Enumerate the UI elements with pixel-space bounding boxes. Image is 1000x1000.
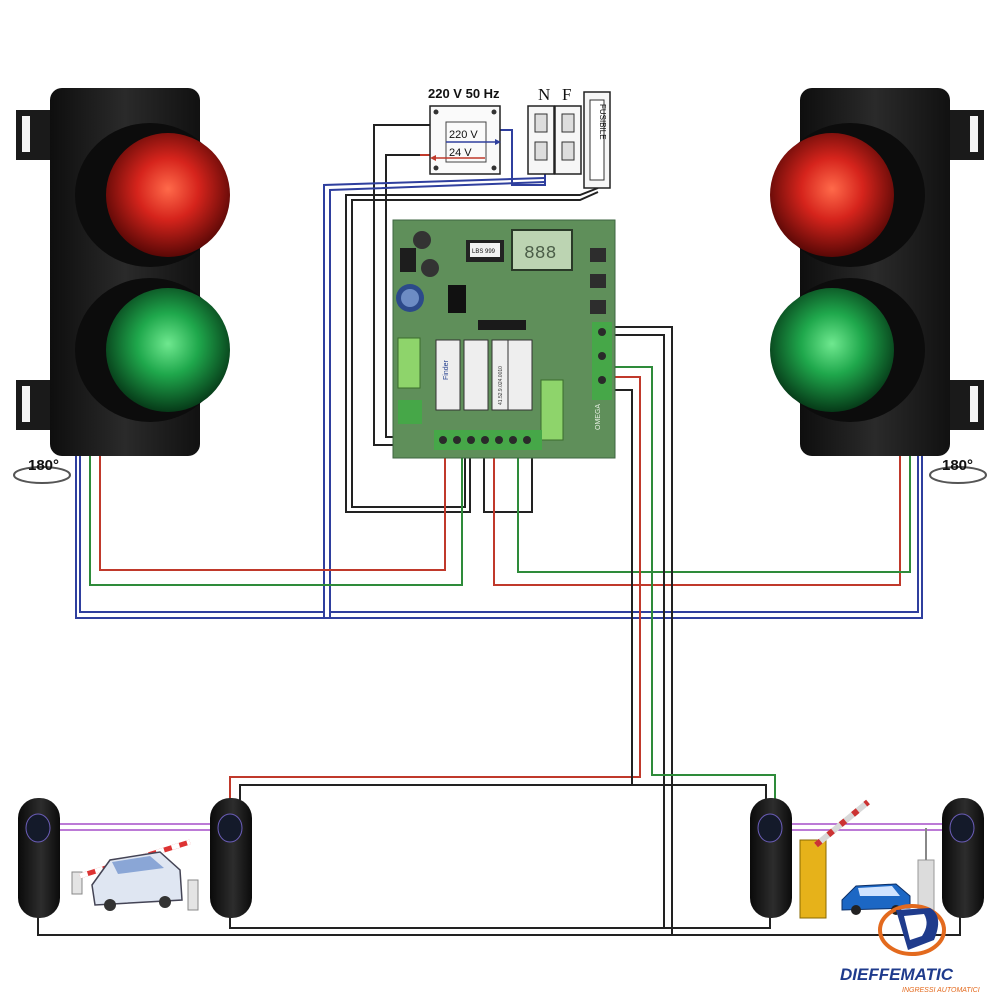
wire-black [612, 326, 673, 935]
board-side-label: OMEGA [595, 404, 602, 430]
wire-blue [79, 455, 324, 613]
wire-red [493, 455, 901, 586]
wire-black [345, 187, 599, 513]
car-barrier-scene-left [71, 839, 199, 911]
primary-voltage: 220 V [449, 129, 478, 141]
brand-logo: DIEFFEMATIC INGRESSI AUTOMATICI [840, 904, 980, 994]
rotation-right: 180° [929, 457, 987, 484]
chip-label: LBS 999 [472, 249, 496, 255]
beam-right [778, 823, 958, 831]
wire-black [612, 334, 665, 928]
rotation-left-label: 180° [28, 457, 59, 474]
wire-black [37, 915, 961, 936]
wire-green [89, 455, 463, 586]
wire-blue [329, 181, 546, 618]
brand-name: DIEFFEMATIC [840, 965, 954, 984]
wires [37, 124, 961, 936]
wire-green [517, 455, 911, 573]
relay-brand-label: Finder [443, 359, 450, 380]
supply-title: 220 V 50 Hz [428, 86, 500, 101]
brand-tagline: INGRESSI AUTOMATICI [902, 987, 980, 994]
board-button-3 [590, 300, 606, 314]
rotation-right-label: 180° [942, 457, 973, 474]
fuse-label: FUSIBILE [598, 104, 607, 140]
board-display [511, 229, 573, 271]
wire-black [373, 124, 432, 446]
terminal-phase-label: F [562, 85, 571, 104]
terminal-neutral-label: N [538, 85, 550, 104]
wire-black [229, 915, 771, 929]
board-button-1 [590, 248, 606, 262]
board-display-value: 888 [524, 244, 556, 264]
wire-black [351, 191, 599, 508]
secondary-voltage: 24 V [449, 147, 472, 159]
wire-red [229, 376, 641, 800]
car-barrier-scene-right [799, 799, 935, 919]
traffic-light-right [770, 88, 984, 456]
traffic-light-left [16, 88, 230, 456]
wire-red [99, 455, 446, 571]
wire-black [483, 456, 533, 513]
wire-blue [330, 455, 923, 619]
wire-blue [330, 455, 919, 613]
wire-blue [75, 455, 330, 619]
photocell-4 [942, 798, 984, 918]
terminal-block: N F FUSIBILE [527, 85, 611, 189]
rotation-left: 180° [13, 457, 71, 484]
relay-code-label: 41.52.9.024.0010 [498, 366, 504, 405]
wire-green [612, 366, 776, 800]
wire-blue [323, 177, 546, 618]
wire-black [632, 784, 767, 800]
control-board: 888 LBS 999 Finder 41.52.9.024.0010 OMEG… [392, 219, 616, 459]
photocell-1 [18, 798, 60, 918]
board-button-2 [590, 274, 606, 288]
transformer: 220 V 50 Hz 220 V 24 V [428, 86, 501, 175]
photocell-2 [210, 798, 252, 918]
wire-blue [495, 129, 546, 186]
beam-left [48, 823, 228, 831]
photocell-3 [750, 798, 792, 918]
